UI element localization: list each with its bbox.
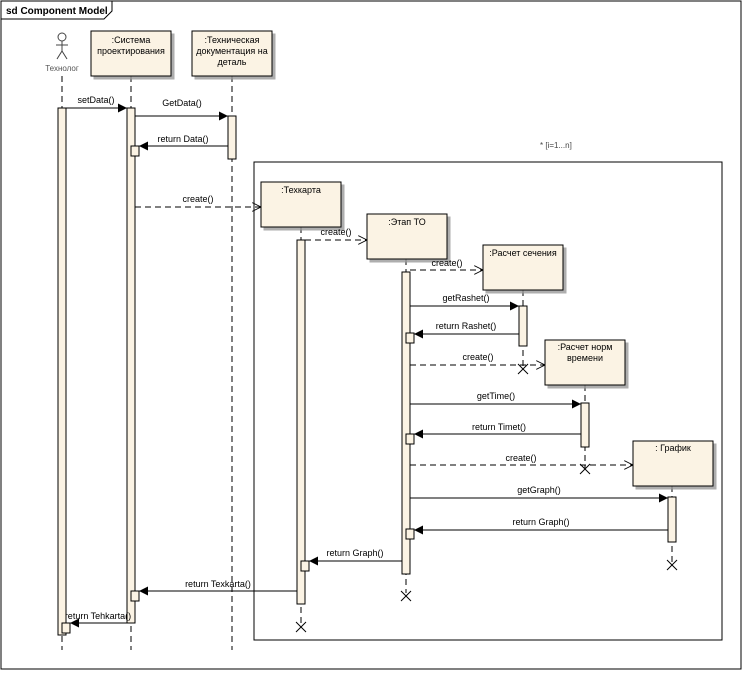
activations (57, 107, 677, 636)
activation-system (126, 107, 136, 624)
message-create-techcard: create() (135, 194, 261, 207)
message-label: getRashet() (442, 293, 489, 303)
message-label: create() (462, 352, 493, 362)
message-getgraph: getGraph() (410, 485, 668, 503)
message-return-data: return Data() (139, 134, 228, 151)
destroy-x-icon (295, 621, 307, 633)
loop-guard: * [i=1...n] (540, 141, 572, 150)
lifeline-head-section: :Расчет сечения (482, 244, 564, 291)
message-return-tehkarta: return Tehkarta() (65, 611, 131, 628)
lifeline-label-line: :Система (112, 35, 151, 45)
message-create-graph: create() (410, 453, 633, 465)
lifeline-label-line: :Техкарта (281, 185, 321, 195)
activation-techcard (296, 239, 306, 605)
return-activation (405, 433, 415, 445)
activation-norm (580, 402, 590, 448)
lifeline-head-techcard: :Техкарта (260, 181, 342, 228)
destroy-x-icon (517, 363, 529, 375)
message-label: create() (320, 227, 351, 237)
lifeline-label-line: проектирования (97, 46, 165, 56)
return-activation (130, 590, 140, 602)
frame-title: sd Component Model (6, 6, 108, 17)
destroy-x-icon (579, 463, 591, 475)
message-create-stage: create() (305, 227, 367, 240)
stick-figure-icon (56, 32, 68, 60)
message-gettime: getTime() (410, 391, 581, 409)
lifeline-head-norm: :Расчет норм времени (544, 339, 626, 386)
message-label: return Graph() (326, 548, 383, 558)
message-label: return Rashet() (436, 321, 497, 331)
lifeline-label-line: :Расчет норм (558, 342, 613, 352)
return-activation (130, 145, 140, 157)
actor-technologist: Технолог (45, 32, 79, 73)
activation-section (518, 305, 528, 347)
message-label: return Data() (157, 134, 208, 144)
return-activation (300, 560, 310, 572)
lifeline-label-line: :Этап ТО (388, 217, 425, 227)
destruction-marks (295, 363, 678, 633)
lifeline-head-graph: : График (632, 440, 714, 487)
message-setdata: setData() (66, 95, 127, 113)
message-label: return Texkarta() (185, 579, 251, 589)
message-label: create() (431, 258, 462, 268)
actor-label: Технолог (45, 64, 79, 73)
destroy-x-icon (666, 559, 678, 571)
message-return-rashet: return Rashet() (414, 321, 519, 339)
message-getrashet: getRashet() (410, 293, 519, 311)
message-label: create() (505, 453, 536, 463)
message-label: return Tehkarta() (65, 611, 131, 621)
lifeline-label-line: деталь (218, 57, 247, 67)
message-create-norm: create() (410, 352, 545, 365)
lifeline-head-docs: :Техническая документация на деталь (191, 30, 273, 77)
return-activation (405, 332, 415, 344)
message-label: create() (182, 194, 213, 204)
activation-docs (227, 115, 237, 160)
return-activation (405, 528, 415, 540)
activation-graph (667, 496, 677, 543)
lifeline-head-system: :Система проектирования (90, 30, 172, 77)
lifeline-label-line: времени (567, 353, 603, 363)
loop-fragment: * [i=1...n] (253, 141, 723, 641)
message-label: getTime() (477, 391, 515, 401)
message-return-graph-stage: return Graph() (414, 517, 668, 535)
activation-actor (57, 107, 67, 636)
message-return-texkarta: return Texkarta() (139, 579, 297, 596)
message-return-timet: return Timet() (414, 422, 581, 439)
message-label: return Timet() (472, 422, 526, 432)
lifeline-label-line: документация на (196, 46, 267, 56)
message-label: return Graph() (512, 517, 569, 527)
message-return-graph-techcard: return Graph() (309, 548, 402, 566)
message-getdata: GetData() (135, 98, 228, 121)
lifeline-heads: :Система проектирования :Техническая док… (90, 30, 714, 487)
lifeline-label-line: : График (655, 443, 691, 453)
return-activation (61, 622, 71, 634)
destroy-x-icon (400, 590, 412, 602)
lifeline-label-line: :Техническая (204, 35, 259, 45)
message-label: setData() (77, 95, 114, 105)
message-label: GetData() (162, 98, 202, 108)
lifeline-label-line: :Расчет сечения (489, 248, 557, 258)
message-label: getGraph() (517, 485, 561, 495)
lifeline-head-stage: :Этап ТО (366, 213, 448, 260)
messages: setData() GetData() return Data() create… (65, 95, 668, 628)
activation-stage (401, 271, 411, 575)
message-create-section: create() (410, 258, 483, 270)
